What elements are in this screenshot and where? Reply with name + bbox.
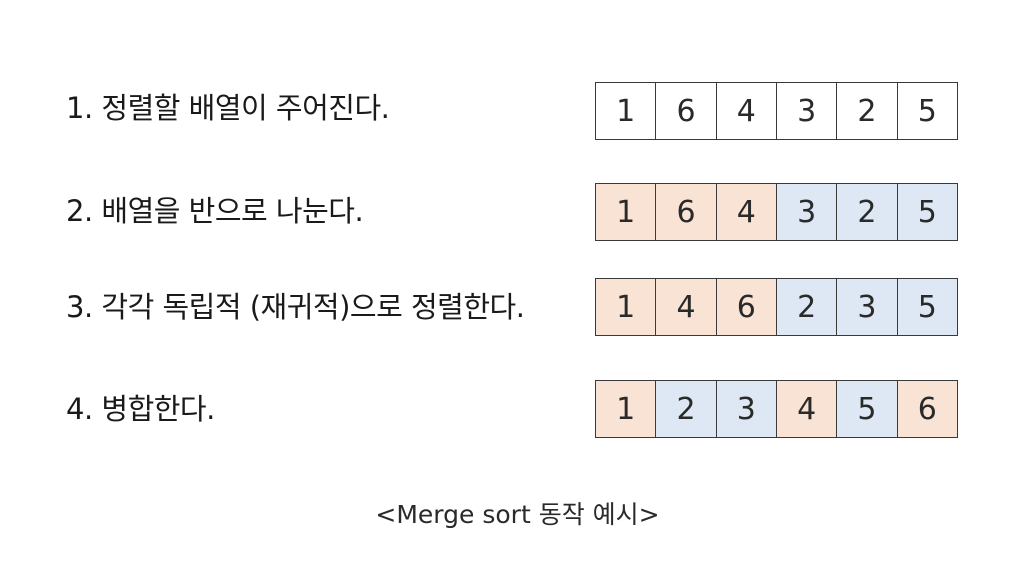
array-row-step-4: 1 2 3 4 5 6 — [595, 380, 958, 438]
array-cell: 6 — [655, 183, 717, 241]
array-cell: 3 — [715, 380, 777, 438]
step-3-label: 3. 각각 독립적 (재귀적)으로 정렬한다. — [66, 290, 525, 324]
array-cell: 6 — [896, 380, 958, 438]
array-cell: 6 — [715, 278, 777, 336]
array-cell: 1 — [595, 82, 657, 140]
array-cell: 3 — [775, 183, 838, 241]
array-row-step-2: 1 6 4 3 2 5 — [595, 183, 958, 241]
array-cell: 2 — [836, 183, 898, 241]
array-cell: 4 — [775, 380, 838, 438]
array-cell: 1 — [595, 380, 657, 438]
diagram-caption: <Merge sort 동작 예시> — [375, 500, 660, 529]
step-1-label: 1. 정렬할 배열이 주어진다. — [66, 91, 390, 125]
array-cell: 6 — [655, 82, 717, 140]
step-4-label: 4. 병합한다. — [66, 392, 215, 426]
step-2-label: 2. 배열을 반으로 나눈다. — [66, 194, 364, 228]
array-cell: 2 — [836, 82, 898, 140]
array-cell: 1 — [595, 183, 657, 241]
array-cell: 4 — [715, 183, 777, 241]
array-cell: 5 — [896, 183, 958, 241]
array-cell: 4 — [655, 278, 717, 336]
array-cell: 5 — [836, 380, 898, 438]
array-row-step-3: 1 4 6 2 3 5 — [595, 278, 958, 336]
array-cell: 5 — [896, 82, 958, 140]
array-cell: 2 — [775, 278, 838, 336]
array-cell: 1 — [595, 278, 657, 336]
array-cell: 5 — [896, 278, 958, 336]
array-cell: 3 — [775, 82, 838, 140]
array-cell: 4 — [715, 82, 777, 140]
array-row-step-1: 1 6 4 3 2 5 — [595, 82, 958, 140]
array-cell: 3 — [836, 278, 898, 336]
array-cell: 2 — [655, 380, 717, 438]
